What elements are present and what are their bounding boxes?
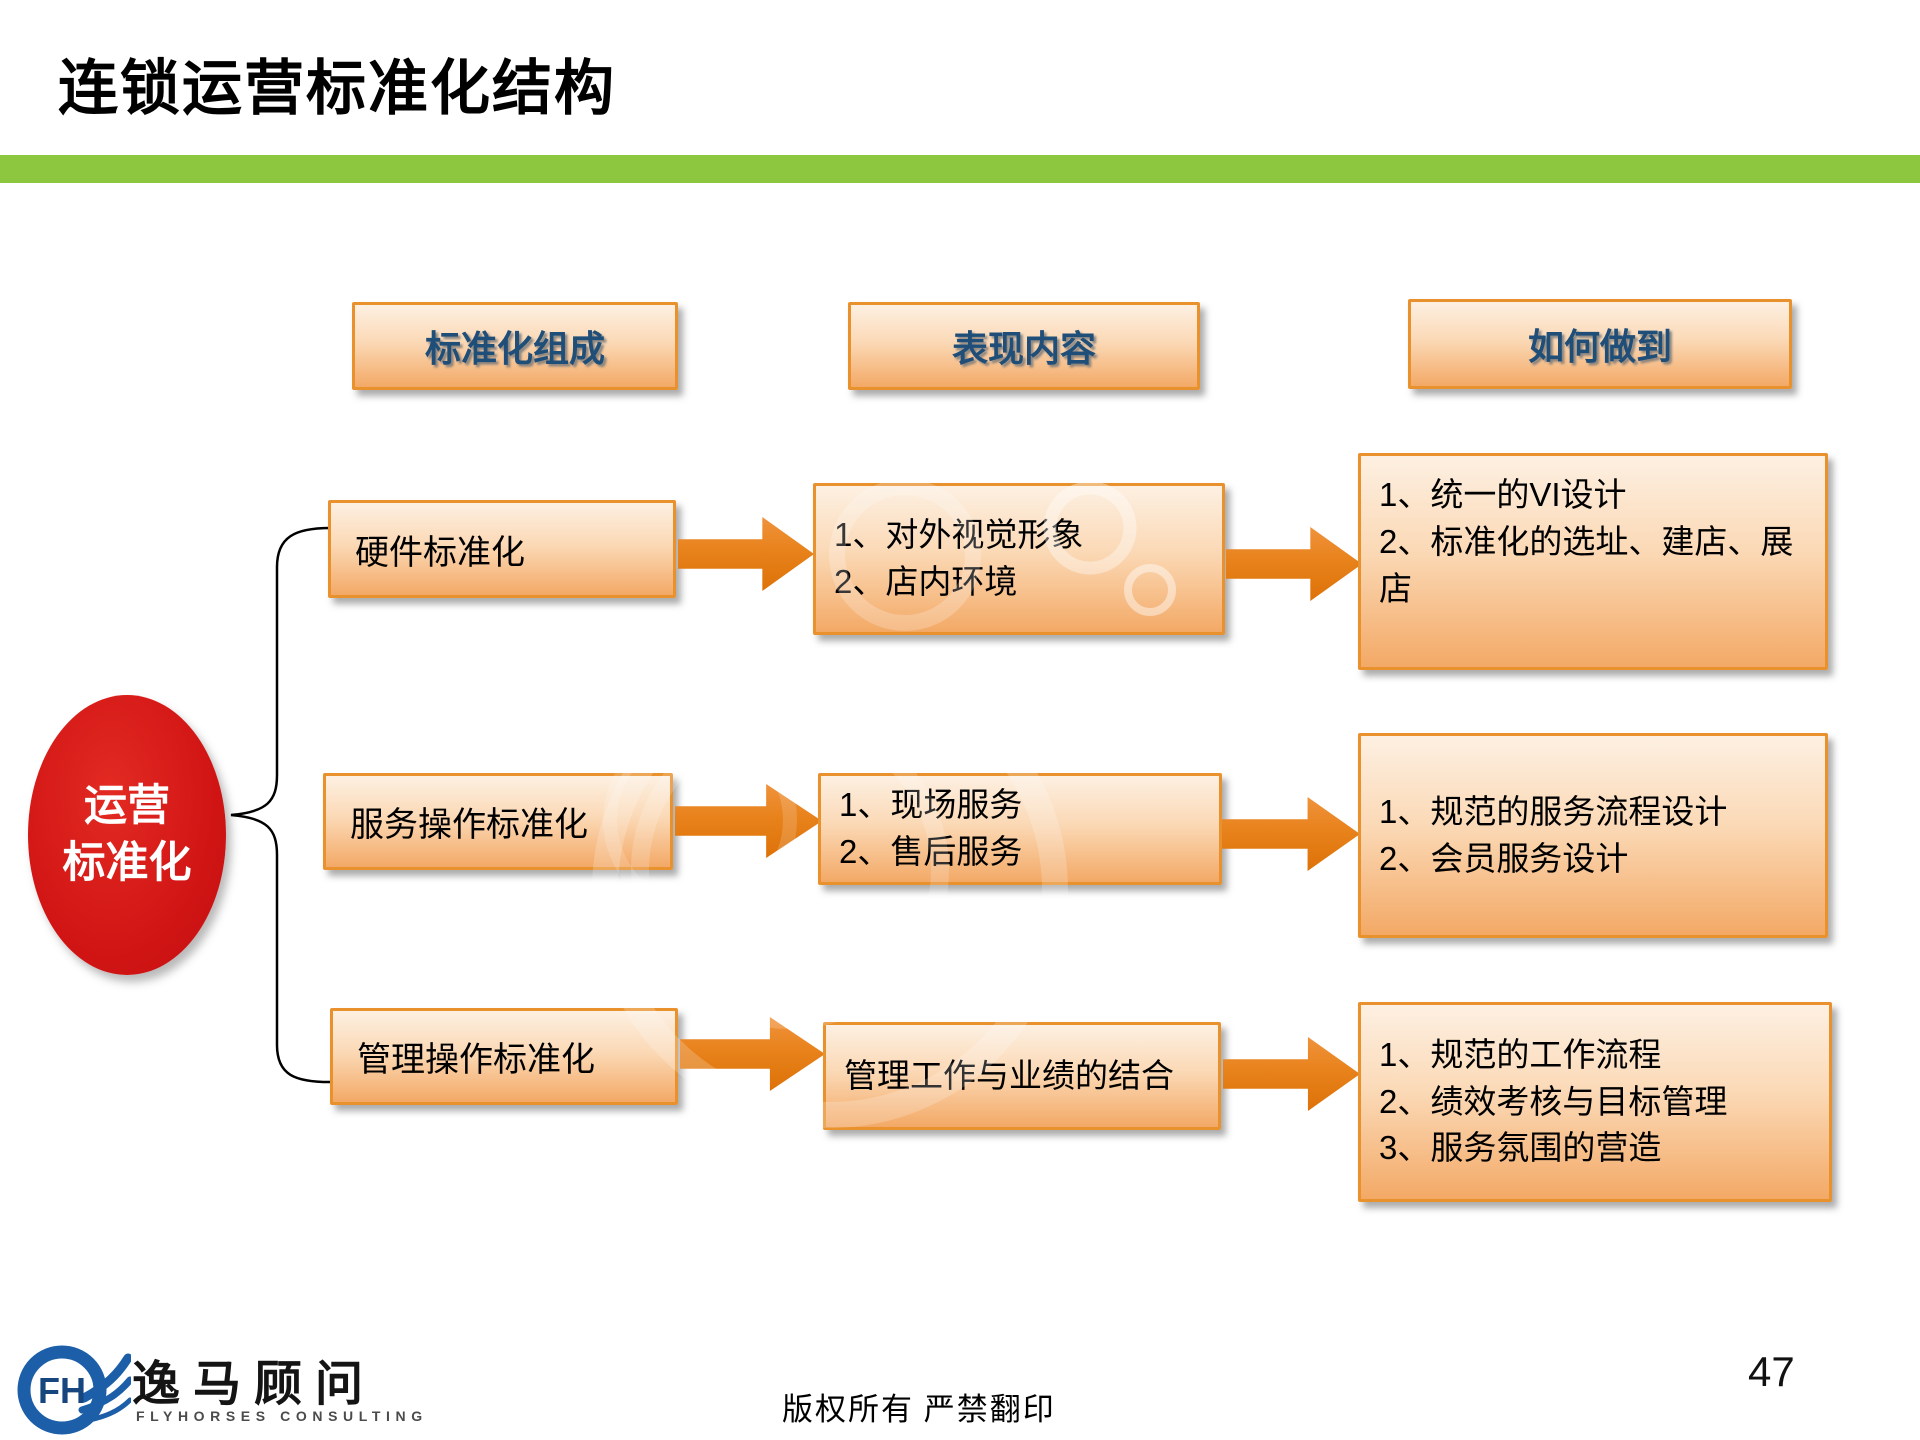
how-line: 2、标准化的选址、建店、展店 [1379,522,1794,607]
how-box-service: 1、规范的服务流程设计 2、会员服务设计 [1358,733,1828,938]
component-box-management: 管理操作标准化 [330,1008,678,1105]
how-line: 1、统一的VI设计 [1379,476,1627,513]
content-line: 1、现场服务 [839,786,1023,824]
logo-name-en: FLYHORSES CONSULTING [136,1408,428,1424]
ellipse-label-line2: 标准化 [62,839,192,887]
content-box-hardware: 1、对外视觉形象 2、店内环境 [813,483,1225,635]
company-logo: FH 逸马顾问 FLYHORSES CONSULTING [6,1336,422,1440]
flow-arrow-icon [1223,1037,1360,1111]
component-label: 硬件标准化 [355,533,525,572]
content-box-management: 管理工作与业绩的结合 [823,1022,1221,1130]
header-expression-content: 表现内容 [848,302,1200,390]
content-box-service: 1、现场服务 2、售后服务 [818,773,1222,885]
operation-standardization-ellipse: 运营 标准化 [28,695,226,975]
flow-arrow-icon [678,517,814,591]
title-divider-bar [0,155,1920,183]
page-number: 47 [1748,1348,1795,1395]
page-title: 连锁运营标准化结构 [58,55,616,122]
header-how-to-achieve: 如何做到 [1408,299,1792,389]
how-line: 2、会员服务设计 [1379,839,1629,877]
content-line: 1、对外视觉形象 [834,516,1084,554]
how-line: 1、规范的工作流程 [1379,1035,1662,1073]
how-box-hardware: 1、统一的VI设计 2、标准化的选址、建店、展店 [1358,453,1828,670]
flow-arrow-icon [1222,797,1360,871]
flow-arrow-icon [675,784,822,858]
how-line: 3、服务氛围的营造 [1379,1129,1662,1167]
flyhorses-logo-icon: FH [17,1345,131,1435]
logo-name-cn: 逸马顾问 [132,1358,377,1411]
component-label: 服务操作标准化 [350,806,588,844]
component-label: 管理操作标准化 [357,1041,595,1079]
how-line: 2、绩效考核与目标管理 [1379,1082,1728,1120]
content-line: 2、店内环境 [834,563,1018,600]
content-line: 2、售后服务 [839,833,1023,870]
how-line: 1、规范的服务流程设计 [1379,792,1728,830]
flow-arrow-icon [680,1017,825,1091]
how-box-management: 1、规范的工作流程 2、绩效考核与目标管理 3、服务氛围的营造 [1358,1002,1832,1202]
header-label: 表现内容 [951,328,1096,369]
copyright-notice: 版权所有 严禁翻印 [782,1392,1056,1427]
header-standardization-components: 标准化组成 [352,302,678,390]
svg-text:FH: FH [38,1370,86,1411]
header-label: 如何做到 [1527,326,1672,367]
component-box-hardware: 硬件标准化 [328,500,676,598]
content-line: 管理工作与业绩的结合 [844,1056,1174,1094]
flow-arrow-icon [1226,527,1362,601]
header-label: 标准化组成 [424,328,605,369]
component-box-service: 服务操作标准化 [323,773,673,870]
ellipse-label-line1: 运营 [84,782,170,831]
